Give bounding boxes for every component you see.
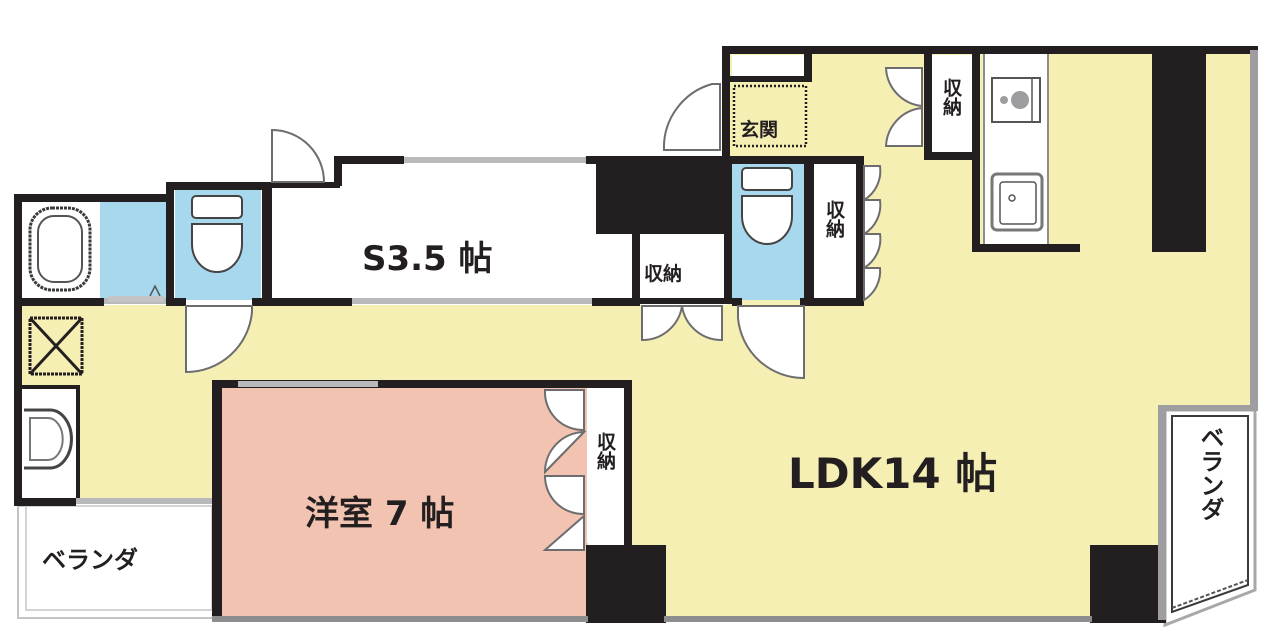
door-toilet-1: [185, 305, 253, 374]
door-entrance: [662, 83, 721, 151]
washroom-floor: [100, 202, 166, 300]
ldk-floor: [630, 305, 1165, 620]
bathtub-icon: [28, 206, 92, 292]
toilet-2-icon: [741, 167, 793, 245]
toilet-1-icon: [191, 195, 243, 273]
kitchen-sink-icon: [990, 172, 1044, 232]
shoe-cabinet: [732, 55, 804, 77]
balcony-right-label: ベランダ: [1196, 425, 1224, 521]
door-storage-right-4: [863, 267, 882, 302]
storage-western-floor: [587, 388, 624, 543]
door-storage-western-2: [543, 430, 587, 475]
washroom-faucet-icon: [108, 284, 164, 302]
door-storage-entrance-top: [884, 67, 923, 108]
stove-icon: [991, 77, 1041, 123]
door-storage-entrance-bottom: [884, 106, 923, 147]
entrance-area: [732, 84, 808, 148]
walls: [14, 46, 1258, 623]
storage-hall-center-floor: [641, 237, 723, 300]
door-service-room: [271, 128, 326, 183]
storage-western-label: 収納: [594, 432, 616, 470]
doors: [185, 67, 923, 551]
door-toilet-2: [737, 305, 805, 380]
ldk-label: LDK14 帖: [788, 449, 997, 498]
western-room-label: 洋室 7 帖: [305, 494, 454, 534]
service-room-floor: [272, 162, 636, 300]
service-room-label: S3.5 帖: [362, 239, 493, 279]
balcony-left: [17, 505, 215, 619]
storage-center-label: 収納: [644, 262, 682, 285]
storage-entrance-floor: [930, 55, 972, 155]
western-room-floor: [220, 388, 588, 616]
door-storage-center-right: [680, 305, 723, 342]
storage-entrance-label: 収納: [940, 78, 962, 116]
entrance-label: 玄関: [740, 118, 778, 141]
storage-hall-right-floor: [814, 162, 856, 300]
storage-right-label: 収納: [823, 200, 845, 238]
washbasin-icon: [24, 408, 73, 470]
door-storage-western-3: [543, 475, 585, 516]
door-storage-western-4: [542, 513, 585, 551]
balcony-left-label: ベランダ: [42, 546, 138, 574]
door-storage-western-1: [543, 389, 585, 432]
door-storage-center-left: [641, 305, 684, 342]
washing-machine-space-icon: [28, 316, 84, 376]
